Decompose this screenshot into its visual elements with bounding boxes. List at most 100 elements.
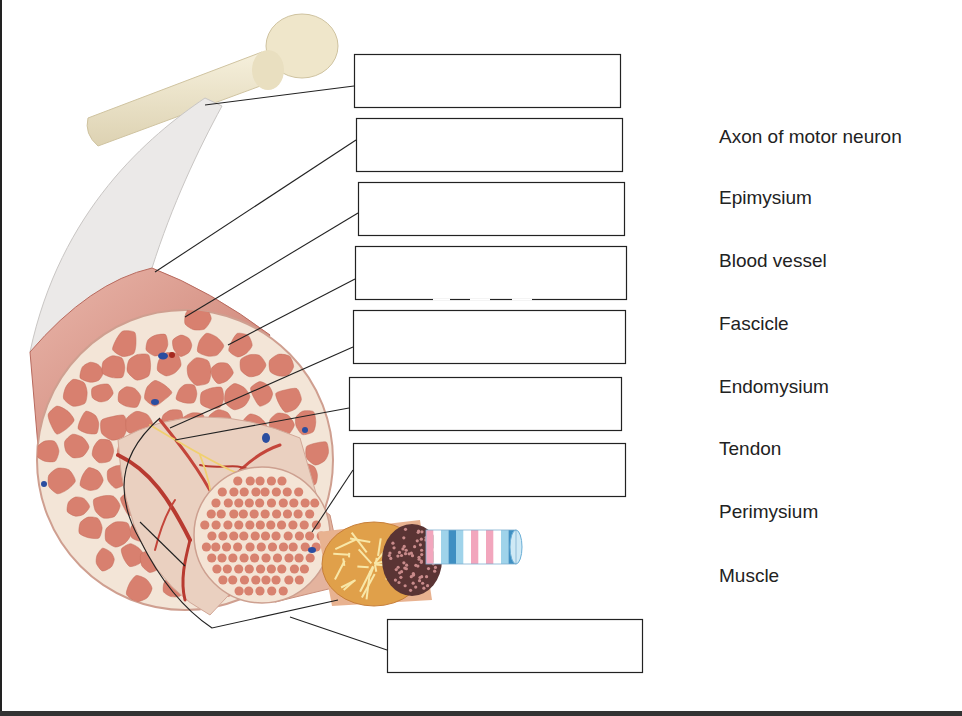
fiber-dot — [255, 586, 264, 595]
fiber-dot — [279, 498, 288, 507]
fascicle-face — [194, 467, 330, 603]
sarcomere-band — [494, 530, 502, 564]
myofilament-dot — [422, 587, 425, 590]
answer-boxes — [350, 55, 643, 673]
fiber-dot — [266, 520, 275, 529]
fiber-dot — [271, 531, 280, 540]
leader-line — [170, 347, 353, 428]
leader-line — [228, 279, 355, 345]
myofilament-dot — [404, 552, 407, 555]
word-bank-term: Blood vessel — [719, 249, 827, 273]
reticulum-strand — [357, 565, 368, 568]
fascicle-blob — [187, 358, 211, 386]
fiber-dot — [257, 542, 266, 551]
myofilament-dot — [395, 568, 398, 571]
myofilament-dot — [425, 575, 428, 578]
fascicle-blob — [185, 305, 212, 330]
fiber-dot — [240, 553, 249, 562]
reticulum-strand — [378, 538, 381, 555]
fiber-dot — [272, 509, 281, 518]
fiber-dot — [229, 487, 238, 496]
sarcomere-band — [426, 530, 434, 564]
myofilament-dot — [405, 564, 408, 567]
blood-vessel — [118, 455, 190, 540]
fiber-dot — [267, 586, 276, 595]
myofilament-dot — [401, 547, 404, 550]
fiber-dot — [228, 575, 237, 584]
fiber-dot — [218, 531, 227, 540]
fiber-dot — [217, 509, 226, 518]
fiber-dot — [244, 586, 253, 595]
fiber-dot — [245, 520, 254, 529]
vein-dot — [262, 433, 270, 443]
myofilament-dot — [402, 561, 405, 564]
fascicle-blob — [176, 384, 197, 403]
fiber-dot — [245, 542, 254, 551]
answer-box — [356, 247, 627, 300]
sarcomere-band — [434, 530, 442, 564]
frame-edge — [0, 711, 962, 716]
fiber-dot — [251, 575, 260, 584]
fiber-dot — [279, 586, 288, 595]
myofilament-dot — [418, 579, 421, 582]
word-bank-term: Axon of motor neuron — [719, 125, 902, 149]
myofilament-dot — [420, 553, 423, 556]
answer-box — [359, 183, 625, 236]
fiber-dot — [300, 520, 309, 529]
fiber-dot — [240, 487, 249, 496]
reticulum-strand — [343, 558, 344, 565]
sarcomere-band — [449, 530, 457, 564]
word-bank-term: Muscle — [719, 564, 779, 588]
myofilament-dot — [394, 579, 397, 582]
fiber-dot — [267, 498, 276, 507]
sarcomere-band — [464, 530, 472, 564]
vein-dot — [158, 353, 168, 360]
word-bank-term: Tendon — [719, 437, 781, 461]
fascicle-blob — [96, 548, 114, 571]
fascicle-blob — [269, 354, 294, 376]
fascicle-blob — [92, 439, 113, 463]
fascicle-blob — [91, 384, 113, 402]
myofilament-dot — [391, 542, 394, 545]
reticulum-strand — [335, 540, 355, 549]
myofibril-dots — [388, 528, 439, 592]
sarcomere-band — [479, 530, 487, 564]
sarcomere-band — [501, 530, 509, 564]
fiber-dot — [239, 509, 248, 518]
fiber-dot — [207, 509, 216, 518]
fiber-dot — [279, 542, 288, 551]
fiber-dot — [283, 509, 292, 518]
sarcomere-band — [471, 530, 479, 564]
fiber-dot — [267, 564, 276, 573]
fiber-dot — [202, 542, 211, 551]
fiber-dot — [212, 564, 221, 573]
fiber-dot — [233, 476, 242, 485]
fascicle-blob — [251, 382, 273, 407]
answer-box — [355, 55, 621, 108]
fiber-dot — [229, 509, 238, 518]
reticulum-strand — [348, 553, 350, 558]
fiber-dot — [272, 487, 281, 496]
fiber-dot — [284, 553, 293, 562]
fiber-dot — [283, 487, 292, 496]
fiber-dot — [261, 531, 270, 540]
sarcomere-band — [456, 530, 464, 564]
myofibril-outline — [426, 530, 516, 564]
fiber-dot — [207, 553, 216, 562]
myofilament-dot — [426, 584, 429, 587]
fiber-dot — [267, 476, 276, 485]
myofilament-dot — [420, 549, 423, 552]
fascicle-blob — [113, 331, 136, 357]
fascicle-blob — [229, 333, 252, 357]
reticulum-strand — [344, 581, 354, 590]
blood-vessel — [155, 500, 175, 550]
leader-line — [155, 140, 356, 272]
myofilament-dot — [400, 554, 403, 557]
vein-dot — [308, 547, 316, 553]
myofilament-dot — [403, 566, 406, 569]
fascicle-blob — [118, 387, 141, 408]
fiber-dot — [228, 553, 237, 562]
reticulum-strand — [375, 558, 378, 563]
fiber-dot — [261, 575, 270, 584]
box-gaps — [433, 299, 532, 301]
